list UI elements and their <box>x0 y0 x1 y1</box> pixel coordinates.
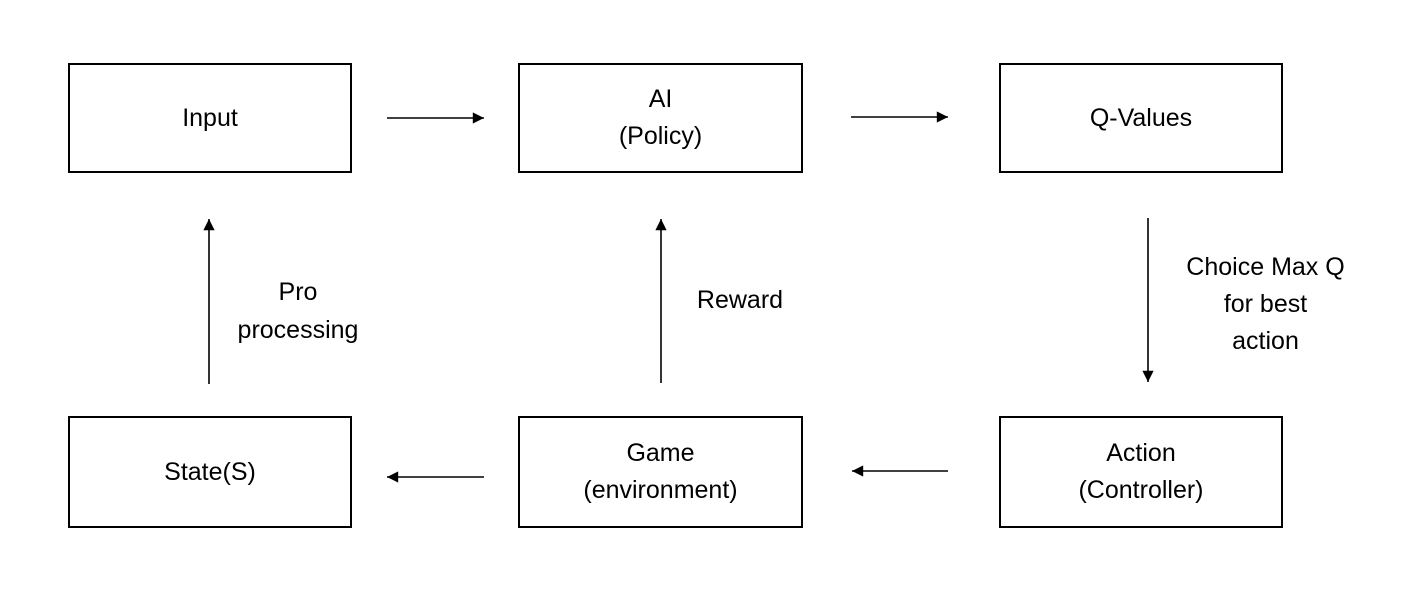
node-action-label-line1: Action <box>1106 439 1176 467</box>
node-state-label: State(S) <box>164 457 256 486</box>
edge-label-reward: Reward <box>680 281 800 319</box>
node-ai-label-line1: AI <box>648 85 673 113</box>
edge-label-reward-text: Reward <box>696 286 784 314</box>
node-q-values: Q-Values <box>999 63 1283 173</box>
node-q-values-label: Q-Values <box>1089 103 1193 132</box>
edge-label-choice-line3: action <box>1232 327 1299 355</box>
node-action-controller: Action (Controller) <box>999 416 1283 528</box>
node-game-environment: Game (environment) <box>518 416 803 528</box>
node-ai-policy: AI (Policy) <box>518 63 803 173</box>
edge-label-preprocessing-line1: Pro <box>278 278 318 306</box>
node-input: Input <box>68 63 352 173</box>
edge-label-preprocessing-line2: processing <box>237 316 359 344</box>
node-game-label-line2: (environment) <box>583 476 738 504</box>
node-state: State(S) <box>68 416 352 528</box>
edge-label-choice-line2: for best <box>1223 290 1308 318</box>
node-action-label-line2: (Controller) <box>1078 476 1204 504</box>
node-ai-label-line2: (Policy) <box>618 122 703 150</box>
node-input-label: Input <box>182 103 238 132</box>
edge-label-choice-line1: Choice Max Q <box>1186 253 1345 281</box>
edge-label-preprocessing: Pro processing <box>218 273 378 349</box>
edge-label-choice-max-q: Choice Max Q for best action <box>1163 249 1368 360</box>
node-game-label-line1: Game <box>626 439 695 467</box>
